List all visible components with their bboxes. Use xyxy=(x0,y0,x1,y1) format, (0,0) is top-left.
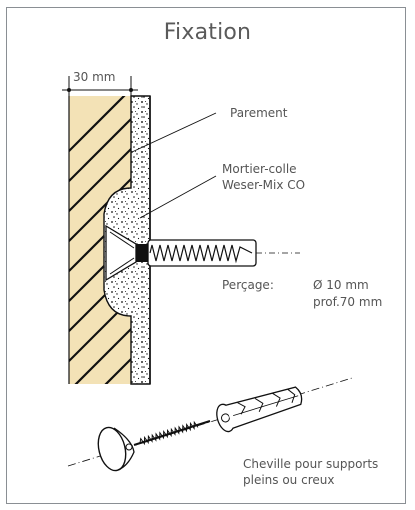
percage-label: Perçage: xyxy=(222,278,274,292)
cheville-label-line1: Cheville pour supports xyxy=(243,457,379,471)
diagram-title: Fixation xyxy=(163,20,252,45)
leader-mortier xyxy=(139,175,217,219)
leader-parement xyxy=(131,112,217,153)
parement-label: Parement xyxy=(230,106,288,120)
mortier-label-line1: Mortier-colle xyxy=(222,162,297,176)
diameter-label: Ø 10 mm xyxy=(313,278,369,292)
cheville-label-line2: pleins ou creux xyxy=(243,473,335,487)
dimension-label: 30 mm xyxy=(73,70,116,84)
depth-label: prof.70 mm xyxy=(313,295,383,309)
exploded-fixing xyxy=(67,377,353,472)
dimension-30mm xyxy=(62,76,138,104)
screw-and-plug xyxy=(136,239,300,267)
mortier-label-line2: Weser-Mix CO xyxy=(222,178,306,192)
